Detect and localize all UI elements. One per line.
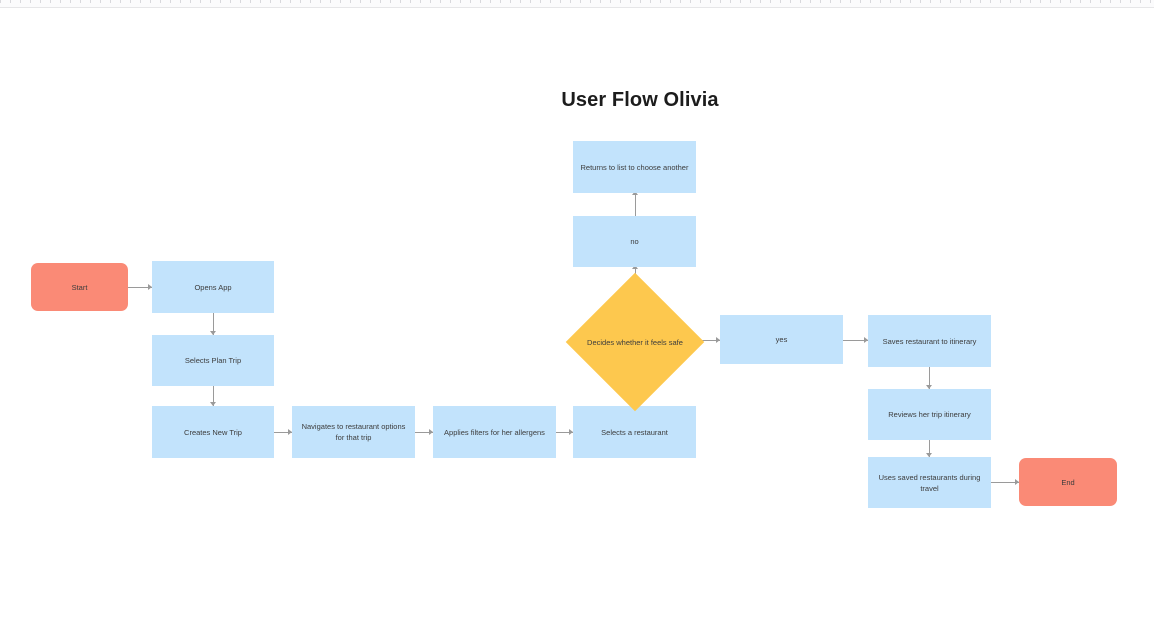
node-start[interactable]: Start xyxy=(31,263,128,311)
edge-arrowhead xyxy=(210,331,216,335)
node-label: yes xyxy=(775,335,788,344)
node-label: Saves restaurant to itinerary xyxy=(882,336,977,346)
edge-arrowhead xyxy=(716,337,720,343)
node-opens-app[interactable]: Opens App xyxy=(152,261,274,313)
edge-arrowhead xyxy=(288,429,292,435)
node-label: no xyxy=(630,237,639,246)
edge-creates-new-trip-to-navigates-options xyxy=(274,432,292,433)
canvas-ruler xyxy=(0,0,1154,8)
node-label: Decides whether it feels safe xyxy=(587,337,683,347)
node-yes[interactable]: yes xyxy=(720,315,843,364)
node-label: Applies filters for her allergens xyxy=(444,427,545,437)
edge-arrowhead xyxy=(210,402,216,406)
page-title: User Flow Olivia xyxy=(0,89,1154,112)
node-applies-filters[interactable]: Applies filters for her allergens xyxy=(433,406,556,458)
edge-applies-filters-to-selects-restaurant xyxy=(556,432,573,433)
node-label: Returns to list to choose another xyxy=(580,162,689,172)
node-label: End xyxy=(1061,477,1075,487)
edge-arrowhead xyxy=(1015,479,1019,485)
node-selects-restaurant[interactable]: Selects a restaurant xyxy=(573,406,696,458)
node-label: Start xyxy=(71,282,88,292)
edge-uses-saved-to-end xyxy=(991,482,1019,483)
node-label: Selects a restaurant xyxy=(601,427,668,437)
node-label: Opens App xyxy=(194,282,232,292)
edge-yes-to-saves-restaurant xyxy=(843,340,868,341)
edge-arrowhead xyxy=(148,284,152,290)
node-returns-to-list[interactable]: Returns to list to choose another xyxy=(573,141,696,193)
node-label: Selects Plan Trip xyxy=(184,356,242,365)
edge-arrowhead xyxy=(632,191,638,195)
node-label: Reviews her trip itinerary xyxy=(888,410,971,419)
node-label: Creates New Trip xyxy=(184,427,242,437)
edge-navigates-options-to-applies-filters xyxy=(415,432,433,433)
node-uses-saved-restaurants[interactable]: Uses saved restaurants during travel xyxy=(868,457,991,508)
edge-selects-plan-trip-to-creates-new-trip xyxy=(213,386,214,406)
edge-reviews-itinerary-to-uses-saved xyxy=(929,440,930,457)
edge-arrowhead xyxy=(926,453,932,457)
edge-opens-app-to-selects-plan-trip xyxy=(213,313,214,335)
edge-arrowhead xyxy=(569,429,573,435)
node-decides-whether-safe[interactable]: Decides whether it feels safe xyxy=(565,272,705,412)
edge-start-to-opens-app xyxy=(128,287,152,288)
edge-no-to-returns-to-list xyxy=(635,193,636,216)
node-creates-new-trip[interactable]: Creates New Trip xyxy=(152,406,274,458)
node-label: Navigates to restaurant options for that… xyxy=(301,422,406,442)
edge-arrowhead xyxy=(926,385,932,389)
node-saves-restaurant-to-itinerary[interactable]: Saves restaurant to itinerary xyxy=(868,315,991,367)
edge-saves-restaurant-to-reviews-itinerary xyxy=(929,367,930,389)
node-navigates-restaurant-options[interactable]: Navigates to restaurant options for that… xyxy=(292,406,415,458)
node-selects-plan-trip[interactable]: Selects Plan Trip xyxy=(152,335,274,386)
edge-arrowhead xyxy=(632,265,638,269)
node-label: Uses saved restaurants during travel xyxy=(878,472,981,493)
edge-arrowhead xyxy=(429,429,433,435)
page-title-text: User Flow Olivia xyxy=(561,89,719,111)
node-no[interactable]: no xyxy=(573,216,696,267)
node-reviews-trip-itinerary[interactable]: Reviews her trip itinerary xyxy=(868,389,991,440)
node-end[interactable]: End xyxy=(1019,458,1117,506)
edge-arrowhead xyxy=(864,337,868,343)
